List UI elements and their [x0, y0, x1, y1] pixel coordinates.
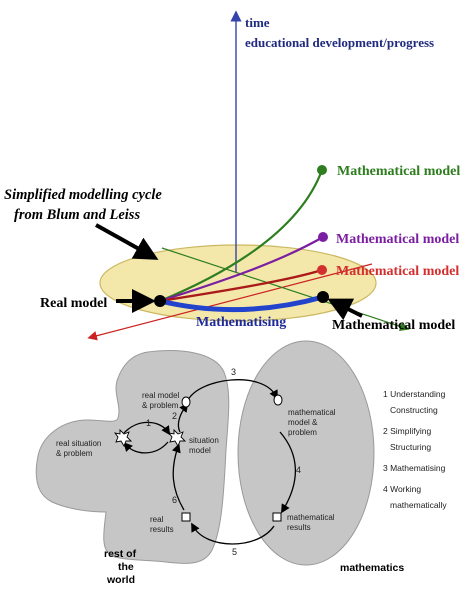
- dot-purple: [318, 232, 328, 242]
- legend-line-6: 4 Working: [383, 484, 421, 494]
- label-math-results-l2: results: [287, 523, 311, 532]
- label-math-model-l1: mathematical: [288, 408, 336, 417]
- label-math-model-l3: problem: [288, 428, 317, 437]
- curve-red: [159, 268, 323, 303]
- node-situation-model-star: [167, 428, 187, 448]
- label-situation-model-l1: situation: [189, 436, 219, 445]
- legend-line-2: Constructing: [390, 405, 438, 415]
- loop-arrow-2: [177, 402, 189, 433]
- dot-black-left: [154, 295, 166, 307]
- label-math-model-purple: Mathematical model: [336, 232, 459, 247]
- annotation-line2: from Blum and Leiss: [14, 207, 140, 223]
- node-math-results: [272, 512, 282, 522]
- region-rest-l1: rest of: [104, 548, 137, 560]
- loop-arrow-6: [171, 443, 185, 511]
- loop-arrow-4: [279, 431, 297, 514]
- step-number-5: 5: [232, 547, 237, 557]
- step-number-4: 4: [296, 465, 301, 475]
- step-number-2: 2: [172, 411, 177, 421]
- bottom-diagram: 3 2 1 4 6 5 real model & problem real si…: [35, 340, 447, 586]
- region-rest-l3: world: [106, 574, 135, 586]
- label-math-model-red: Mathematical model: [336, 264, 459, 279]
- loop-arrow-5: [191, 522, 275, 545]
- label-real-situation-l2: & problem: [56, 449, 93, 458]
- green-axis: [161, 247, 410, 332]
- label-math-model-l2: model &: [288, 418, 318, 427]
- label-mathematising: Mathematising: [196, 315, 286, 330]
- label-math-model-black: Mathematical model: [332, 318, 455, 333]
- node-real-situation-star: [113, 428, 133, 448]
- red-axis: [87, 263, 373, 341]
- node-math-model: [273, 394, 283, 406]
- steps-legend: 1 Understanding Constructing 2 Simplifyi…: [383, 389, 447, 510]
- math-model-arrow: [327, 298, 363, 321]
- mathematising-arc: [159, 294, 324, 313]
- label-real-situation-l1: real situation: [56, 439, 101, 448]
- label-math-results-l1: mathematical: [287, 513, 335, 522]
- region-mathematics: mathematics: [340, 562, 404, 574]
- loop-arrow-3: [187, 379, 278, 401]
- label-situation-model-l2: model: [189, 446, 211, 455]
- step-number-3: 3: [231, 367, 236, 377]
- label-real-model: Real model: [40, 296, 107, 311]
- annotation-line1: Simplified modelling cycle: [4, 187, 162, 203]
- legend-line-4: Structuring: [390, 442, 431, 452]
- curve-green: [159, 169, 324, 303]
- label-math-model-green: Mathematical model: [337, 164, 460, 179]
- label-real-results-l2: results: [150, 525, 174, 534]
- node-real-results: [181, 512, 191, 522]
- step-number-1: 1: [146, 418, 151, 428]
- dot-red: [317, 265, 327, 275]
- label-real-model-l2: & problem: [142, 401, 179, 410]
- curve-purple: [159, 236, 324, 303]
- label-real-model-l1: real model: [142, 391, 180, 400]
- axis-label-time: time: [245, 15, 270, 30]
- loop-arrow-1-bottom: [123, 441, 169, 454]
- axis-label-progress: educational development/progress: [245, 35, 434, 50]
- legend-line-5: 3 Mathematising: [383, 463, 446, 473]
- step-number-6: 6: [172, 495, 177, 505]
- top-diagram: time educational development/progress Si…: [4, 10, 460, 341]
- legend-line-3: 2 Simplifying: [383, 426, 431, 436]
- legend-line-7: mathematically: [390, 500, 447, 510]
- region-rest-l2: the: [118, 561, 134, 573]
- annotation-arrow: [95, 223, 159, 260]
- loop-arrow-1-top: [123, 421, 171, 436]
- label-real-results-l1: real: [150, 515, 164, 524]
- node-real-model: [181, 396, 191, 408]
- dot-black-right: [317, 291, 329, 303]
- dot-green: [317, 165, 327, 175]
- legend-line-1: 1 Understanding: [383, 389, 446, 399]
